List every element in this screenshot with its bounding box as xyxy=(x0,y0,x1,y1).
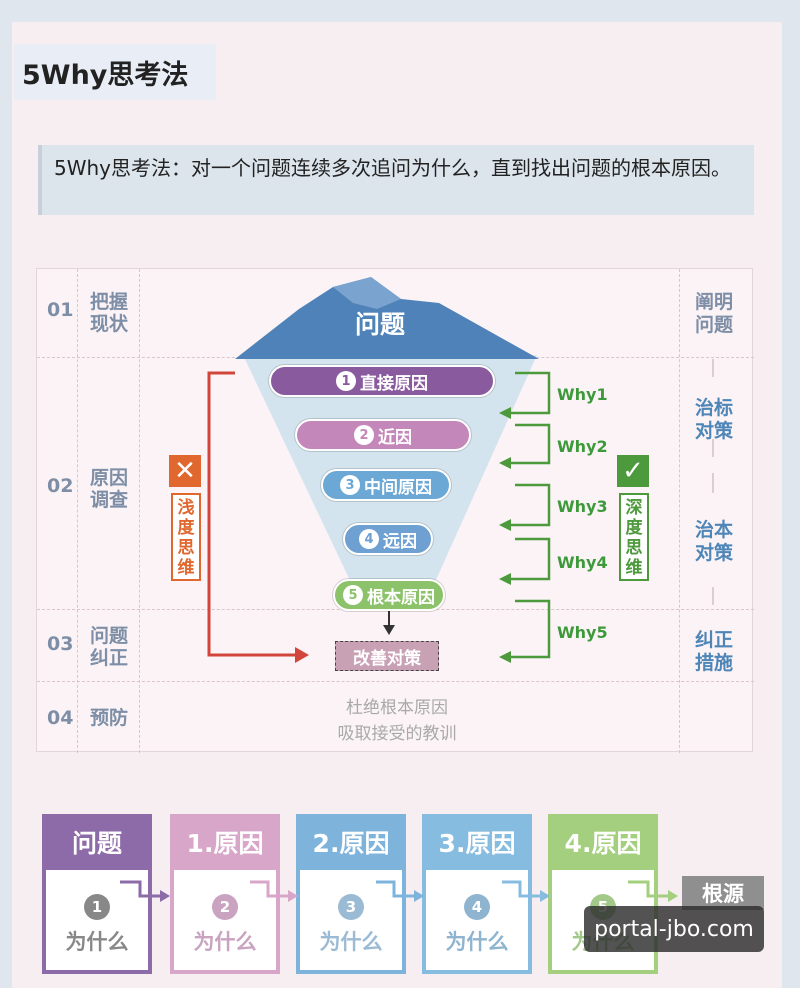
flow-step-question: 为什么 xyxy=(319,930,383,954)
root-source-label: 根源 xyxy=(682,876,764,910)
grid-line xyxy=(679,269,680,753)
why-label-4: Why4 xyxy=(557,553,608,572)
grid-line xyxy=(77,269,78,753)
watermark: portal-jbo.com xyxy=(584,906,764,952)
row-number-02: 02 xyxy=(47,475,74,497)
pill-distal-cause: 4 远因 xyxy=(343,523,433,555)
pill-number: 5 xyxy=(343,585,363,605)
flow-step-head: 3.原因 xyxy=(422,814,532,870)
flow-step-body xyxy=(42,870,152,974)
pill-label: 根本原因 xyxy=(367,587,435,608)
check-icon: ✓ xyxy=(617,455,649,487)
flow-step-question: 为什么 xyxy=(193,930,257,954)
grid-line xyxy=(139,269,140,753)
grid-line xyxy=(37,681,754,682)
right-label-clarify-problem: 阐明问题 xyxy=(694,291,733,336)
right-label-corrective-measures: 纠正措施 xyxy=(694,629,733,674)
flow-step-cause-1: 1.原因 2 为什么 xyxy=(170,814,280,974)
pill-proximate-cause: 2 近因 xyxy=(295,419,471,451)
flow-step-head: 4.原因 xyxy=(548,814,658,870)
flow-step-body xyxy=(296,870,406,974)
prevention-note-2: 吸取接受的教训 xyxy=(337,724,457,744)
flow-step-number: 2 xyxy=(212,894,238,920)
flow-step-number: 4 xyxy=(464,894,490,920)
row-label-grasp-status: 把握现状 xyxy=(89,291,128,335)
flow-arrows xyxy=(120,880,678,902)
row-number-03: 03 xyxy=(47,633,74,655)
right-label-root-fix: 治本对策 xyxy=(694,519,733,564)
flow-step-question: 为什么 xyxy=(65,930,129,954)
row-label-cause-investigation: 原因调查 xyxy=(89,467,128,511)
row-number-01: 01 xyxy=(47,299,74,321)
pill-label: 直接原因 xyxy=(360,373,428,394)
why-label-5: Why5 xyxy=(557,623,608,642)
flow-step-number: 1 xyxy=(84,894,110,920)
row-label-prevention: 预防 xyxy=(89,707,128,729)
pill-number: 2 xyxy=(354,425,374,445)
pill-root-cause: 5 根本原因 xyxy=(333,579,445,611)
cross-icon: ✕ xyxy=(169,455,201,487)
pill-direct-cause: 1 直接原因 xyxy=(269,365,495,397)
improvement-measures-box: 改善对策 xyxy=(335,641,439,671)
flow-step-question: 为什么 xyxy=(445,930,509,954)
row-label-problem-correction: 问题纠正 xyxy=(89,625,128,669)
pill-intermediate-cause: 3 中间原因 xyxy=(321,469,451,501)
problem-label: 问题 xyxy=(355,310,406,339)
pill-label: 中间原因 xyxy=(364,477,432,498)
pill-number: 1 xyxy=(336,371,356,391)
pill-number: 3 xyxy=(340,475,360,495)
shallow-thinking-label: 浅度思维 xyxy=(171,493,201,581)
deep-thinking-label: 深度思维 xyxy=(619,493,649,581)
flow-step-cause-3: 3.原因 4 为什么 xyxy=(422,814,532,974)
flow-step-body xyxy=(170,870,280,974)
flow-step-body xyxy=(422,870,532,974)
definition-text: 5Why思考法：对一个问题连续多次追问为什么，直到找出问题的根本原因。 xyxy=(38,145,754,215)
row-number-04: 04 xyxy=(47,707,74,729)
pill-number: 4 xyxy=(359,529,379,549)
pill-label: 远因 xyxy=(383,531,417,552)
pill-label: 近因 xyxy=(378,427,412,448)
why-label-1: Why1 xyxy=(557,385,608,404)
flow-step-head: 1.原因 xyxy=(170,814,280,870)
right-label-symptom-fix: 治标对策 xyxy=(694,397,733,442)
five-why-diagram: 01 把握现状 02 原因调查 03 问题纠正 04 预防 阐明问题 治标对策 … xyxy=(36,268,754,753)
why-label-2: Why2 xyxy=(557,437,608,456)
prevention-note-1: 杜绝根本原因 xyxy=(346,698,448,718)
flow-step-head: 2.原因 xyxy=(296,814,406,870)
flow-step-head: 问题 xyxy=(42,814,152,870)
flow-step-problem: 问题 1 为什么 xyxy=(42,814,152,974)
page-title: 5Why思考法 xyxy=(14,44,216,100)
why-label-3: Why3 xyxy=(557,497,608,516)
flow-step-number: 3 xyxy=(338,894,364,920)
flow-step-cause-2: 2.原因 3 为什么 xyxy=(296,814,406,974)
